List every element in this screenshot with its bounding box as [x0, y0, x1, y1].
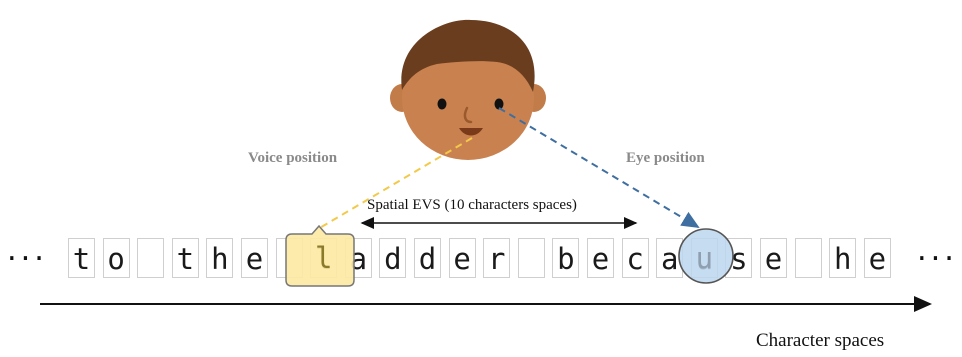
character-cell: d	[379, 238, 407, 278]
character-cell: b	[552, 238, 580, 278]
child-face-illustration	[390, 19, 546, 160]
character-space-cell	[794, 238, 822, 278]
voice-dashed-line	[317, 137, 473, 230]
character-spaces-label: Character spaces	[756, 330, 885, 351]
eye-highlight-circle	[678, 228, 734, 284]
spatial-evs-label: Spatial EVS (10 characters spaces)	[367, 197, 577, 213]
character-cell: e	[241, 238, 268, 278]
face-shape	[402, 36, 534, 160]
left-eye	[437, 98, 447, 110]
voice-character: l	[314, 241, 333, 275]
character-space-cell	[137, 238, 165, 278]
right-eye	[494, 98, 504, 110]
mouth	[459, 128, 483, 136]
eye-dashed-arrow	[498, 107, 700, 229]
trailing-ellipsis: ···	[914, 244, 957, 274]
character-cell: o	[102, 238, 130, 278]
character-cell: c	[621, 238, 649, 278]
character-space-cell	[517, 238, 545, 278]
character-cell: h	[829, 238, 857, 278]
character-cell: d	[414, 238, 441, 278]
voice-position-label: Voice position	[248, 150, 338, 166]
character-cell: r	[483, 238, 511, 278]
character-cell: t	[171, 238, 199, 278]
hair	[401, 19, 535, 92]
character-cell: t	[68, 238, 95, 278]
character-cell: e	[587, 238, 614, 278]
voice-highlight-bubble	[285, 224, 355, 287]
character-cell: e	[448, 238, 476, 278]
leading-ellipsis: ···	[4, 244, 47, 274]
character-cell: e	[863, 238, 891, 278]
eye-position-label: Eye position	[626, 150, 705, 166]
character-cell: e	[760, 238, 787, 278]
nose	[463, 106, 473, 124]
character-cell: h	[206, 238, 234, 278]
eye-character: u	[695, 241, 714, 275]
